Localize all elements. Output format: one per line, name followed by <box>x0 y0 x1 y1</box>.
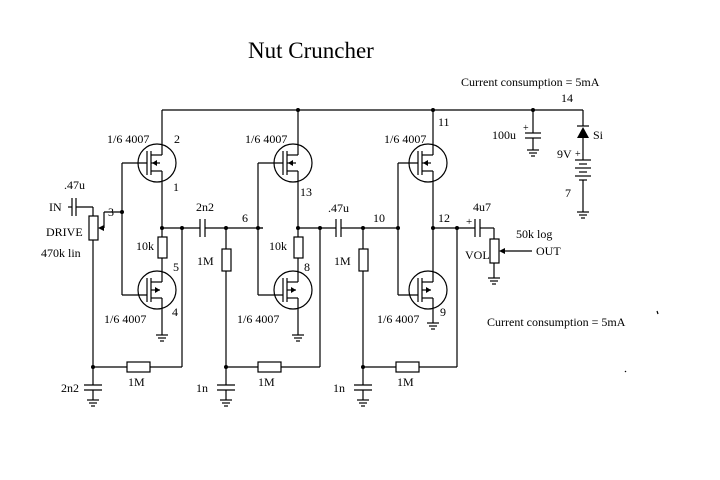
ground-2 <box>292 330 304 342</box>
coupling-cap-2n2 <box>199 219 263 407</box>
resistor-10k-2 <box>293 236 304 259</box>
pot-volume <box>489 238 500 264</box>
mosfet-1-lower <box>137 265 177 330</box>
label-cap-2n2: 2n2 <box>196 200 214 214</box>
label-mos-3: 1/6 4007 <box>245 132 287 146</box>
label-res-10k-1: 10k <box>136 239 154 253</box>
polarity-plus-battery: + <box>575 149 581 160</box>
pin-7: 7 <box>565 186 571 200</box>
pin-9: 9 <box>440 305 446 319</box>
label-drive-value: 470k lin <box>41 246 81 260</box>
power-section: + + <box>523 110 591 219</box>
pin-13: 13 <box>300 185 312 199</box>
label-vol: VOL <box>465 248 490 262</box>
label-cap-in: .47u <box>64 178 85 192</box>
label-mos-5: 1/6 4007 <box>384 132 426 146</box>
ground-3 <box>427 318 439 330</box>
label-cap-4u7: 4u7 <box>473 200 491 214</box>
label-cap-47u: .47u <box>328 201 349 215</box>
pot-drive <box>88 215 99 241</box>
mosfet-1-upper <box>137 136 177 190</box>
label-in: IN <box>49 200 62 214</box>
label-res-1m-a: 1M <box>197 254 214 268</box>
stray-dot <box>624 370 627 373</box>
current-note-top: Current consumption = 5mA <box>461 75 600 89</box>
stray-mark <box>656 310 659 315</box>
pin-12: 12 <box>438 211 450 225</box>
ground-1 <box>156 330 168 342</box>
label-battery: 9V <box>557 147 572 161</box>
label-mos-1: 1/6 4007 <box>107 132 149 146</box>
pin-4: 4 <box>172 305 178 319</box>
output-section: + <box>466 216 532 285</box>
label-cap-100u: 100u <box>492 128 516 142</box>
diode-si <box>577 127 589 138</box>
label-fb-1: 1M <box>128 375 145 389</box>
mosfet-3-lower <box>408 265 448 318</box>
label-cap-gnd-1: 2n2 <box>61 381 79 395</box>
pin-2: 2 <box>174 132 180 146</box>
label-out: OUT <box>536 244 561 258</box>
supply-rail <box>161 108 583 136</box>
resistor-feedback-1 <box>126 361 151 373</box>
pin-1: 1 <box>173 180 179 194</box>
input-section <box>68 198 184 407</box>
resistor-1m-a <box>221 248 232 272</box>
label-res-10k-2: 10k <box>269 239 287 253</box>
label-res-1m-b: 1M <box>334 254 351 268</box>
stage-1 <box>104 136 200 342</box>
pin-11: 11 <box>438 115 450 129</box>
schematic-title: Nut Cruncher <box>248 38 374 63</box>
label-mos-6: 1/6 4007 <box>377 312 419 326</box>
resistor-feedback-2 <box>257 361 282 373</box>
pin-3: 3 <box>108 205 114 219</box>
resistor-feedback-3 <box>395 361 420 373</box>
mosfet-2-lower <box>273 265 313 330</box>
polarity-plus-100u: + <box>523 123 529 134</box>
polarity-plus-out: + <box>466 216 472 228</box>
pin-5: 5 <box>173 260 179 274</box>
label-diode-si: Si <box>593 128 604 142</box>
label-drive: DRIVE <box>46 225 83 239</box>
label-fb-3: 1M <box>397 375 414 389</box>
pin-10: 10 <box>373 211 385 225</box>
coupling-cap-47u <box>335 219 398 407</box>
label-pot-vol-value: 50k log <box>516 227 552 241</box>
resistor-10k-1 <box>157 236 168 259</box>
label-mos-2: 1/6 4007 <box>104 312 146 326</box>
pin-14: 14 <box>561 91 573 105</box>
stage-2 <box>226 136 336 373</box>
label-cap-gnd-2: 1n <box>196 381 208 395</box>
current-note-bottom: Current consumption = 5mA <box>487 315 626 329</box>
pin-6: 6 <box>242 211 248 225</box>
label-mos-4: 1/6 4007 <box>237 312 279 326</box>
label-cap-gnd-3: 1n <box>333 381 345 395</box>
resistor-1m-b <box>358 248 369 272</box>
stage-3 <box>363 136 475 373</box>
label-fb-2: 1M <box>258 375 275 389</box>
pin-8: 8 <box>304 260 310 274</box>
